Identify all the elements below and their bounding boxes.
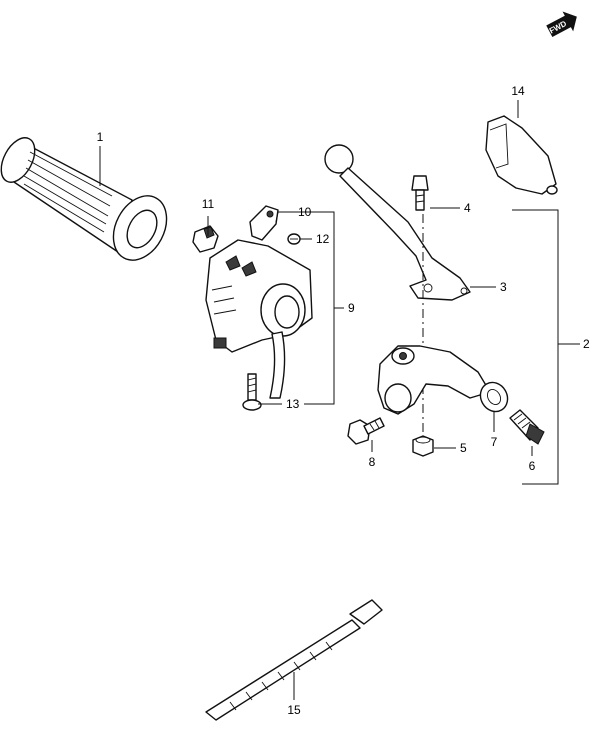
switch-lever-part[interactable] — [249, 205, 279, 241]
switch-knob-part[interactable] — [192, 225, 219, 253]
bracket-bolt-part[interactable] — [347, 417, 385, 445]
callout-9: 9 — [348, 301, 355, 315]
housing-screw-part[interactable] — [242, 373, 262, 411]
callout-2: 2 — [583, 337, 590, 351]
screw-part[interactable] — [287, 233, 301, 245]
callout-5: 5 — [460, 441, 467, 455]
callout-11: 11 — [202, 197, 215, 211]
leader-lines — [99, 100, 580, 700]
clutch-lever-part[interactable] — [324, 144, 471, 301]
callout-10: 10 — [298, 205, 312, 219]
grip-part[interactable] — [0, 132, 177, 269]
callout-15: 15 — [287, 703, 301, 717]
fwd-arrow-icon: FWD — [546, 11, 577, 38]
callout-6: 6 — [529, 459, 536, 473]
callout-14: 14 — [511, 84, 525, 98]
adjuster-bolt-part[interactable] — [509, 409, 545, 445]
callout-13: 13 — [286, 397, 300, 411]
pivot-nut-part[interactable] — [475, 378, 513, 417]
callout-12: 12 — [316, 232, 330, 246]
callout-4: 4 — [464, 201, 471, 215]
cable-tie-part[interactable] — [205, 599, 383, 721]
lever-bolt-part[interactable] — [411, 175, 429, 211]
switch-housing-part[interactable] — [205, 239, 313, 399]
callout-7: 7 — [491, 435, 498, 449]
lever-bracket-part[interactable] — [377, 345, 491, 415]
callout-1: 1 — [97, 130, 104, 144]
callout-3: 3 — [500, 280, 507, 294]
callout-8: 8 — [369, 455, 376, 469]
bracket-nut-part[interactable] — [412, 435, 434, 457]
lever-cover-part[interactable] — [485, 115, 558, 195]
